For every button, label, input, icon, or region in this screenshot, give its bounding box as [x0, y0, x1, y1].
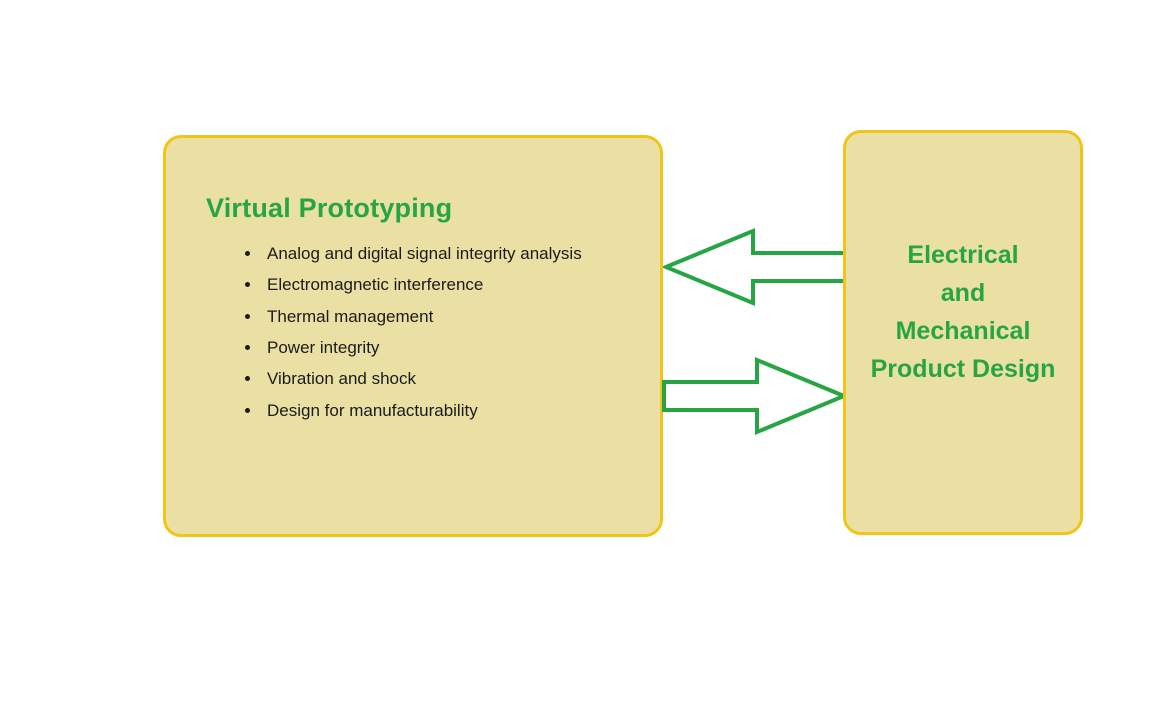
list-item: Vibration and shock: [262, 366, 592, 392]
virtual-prototyping-bullet-list: Analog and digital signal integrity anal…: [262, 241, 592, 424]
product-design-line: Mechanical: [895, 316, 1031, 345]
virtual-prototyping-box: Virtual Prototyping Analog and digital s…: [163, 135, 663, 537]
product-design-box: Electrical and Mechanical Product Design: [843, 130, 1083, 535]
product-design-line: Product Design: [870, 354, 1056, 383]
arrow-left-icon: [663, 228, 848, 306]
arrow-right-icon: [662, 357, 847, 435]
list-item: Power integrity: [262, 335, 592, 361]
arrow-right-shape: [662, 357, 847, 435]
list-item: Electromagnetic interference: [262, 272, 592, 298]
list-item: Analog and digital signal integrity anal…: [262, 241, 592, 267]
list-item: Design for manufacturability: [262, 398, 592, 424]
list-item: Thermal management: [262, 304, 592, 330]
product-design-line: Electrical: [907, 240, 1019, 269]
product-design-line: and: [940, 278, 986, 307]
arrow-left-shape: [663, 228, 848, 306]
virtual-prototyping-title: Virtual Prototyping: [206, 193, 453, 223]
